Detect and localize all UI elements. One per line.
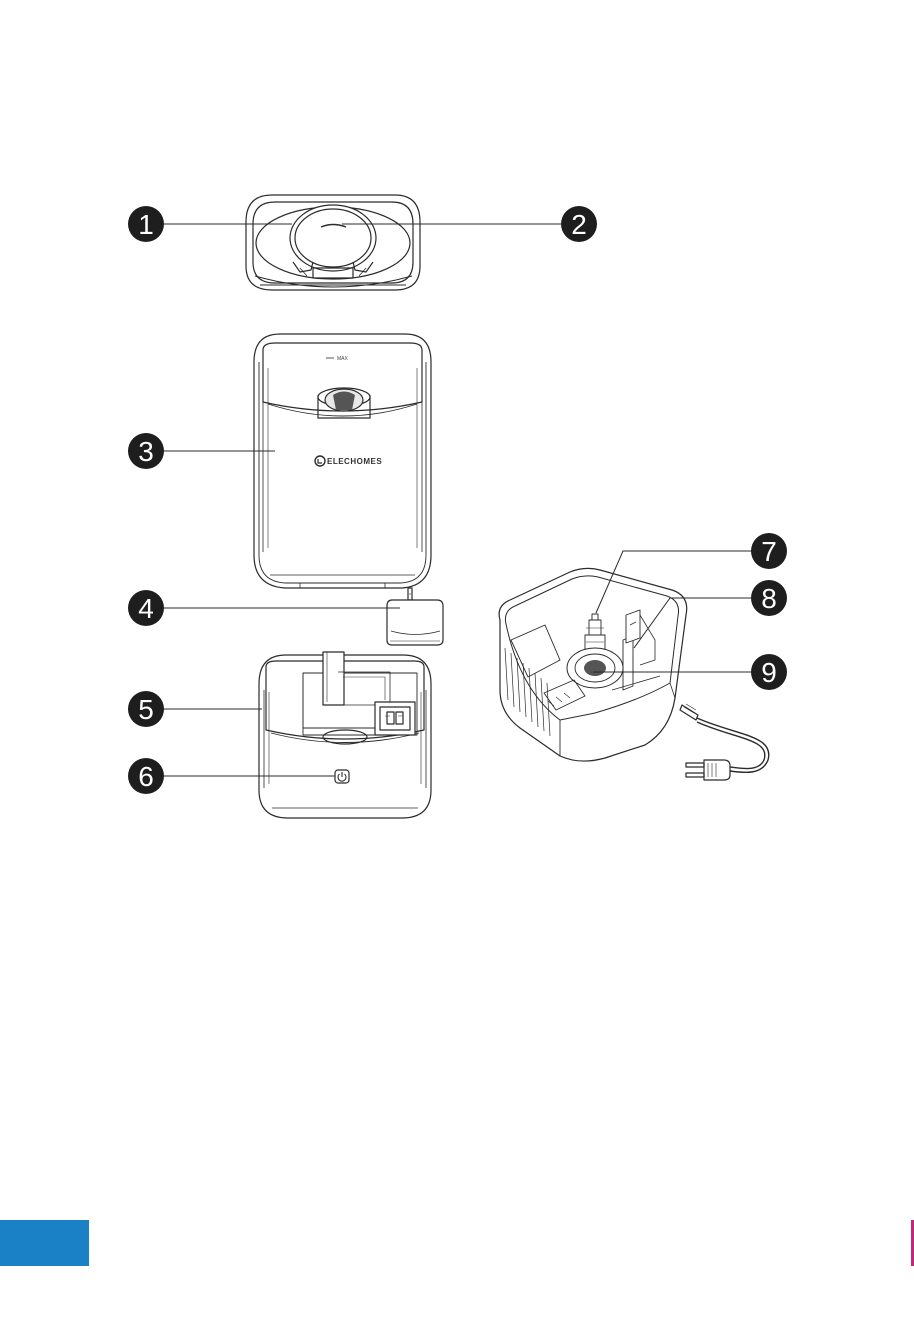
base-perspective-view	[499, 568, 687, 761]
page-color-tab	[0, 1220, 89, 1266]
power-icon	[335, 770, 349, 783]
callout-number-5: 5	[138, 694, 154, 725]
callout-number-9: 9	[761, 657, 777, 688]
plug-icon	[686, 760, 730, 780]
callout-number-1: 1	[138, 209, 154, 240]
brand-logo-text: ELECHOMES	[327, 457, 382, 466]
callout-number-7: 7	[761, 536, 777, 567]
base-unit	[259, 652, 431, 818]
leader-line-8	[634, 598, 753, 648]
max-fill-mark: MAX	[337, 356, 349, 362]
callout-number-4: 4	[138, 593, 154, 624]
callout-number-2: 2	[571, 209, 587, 240]
power-module	[387, 588, 443, 645]
callout-number-3: 3	[138, 436, 154, 467]
top-cover	[246, 195, 420, 290]
leader-line-7	[596, 551, 755, 613]
callout-number-6: 6	[138, 761, 154, 792]
callout-number-8: 8	[761, 583, 777, 614]
